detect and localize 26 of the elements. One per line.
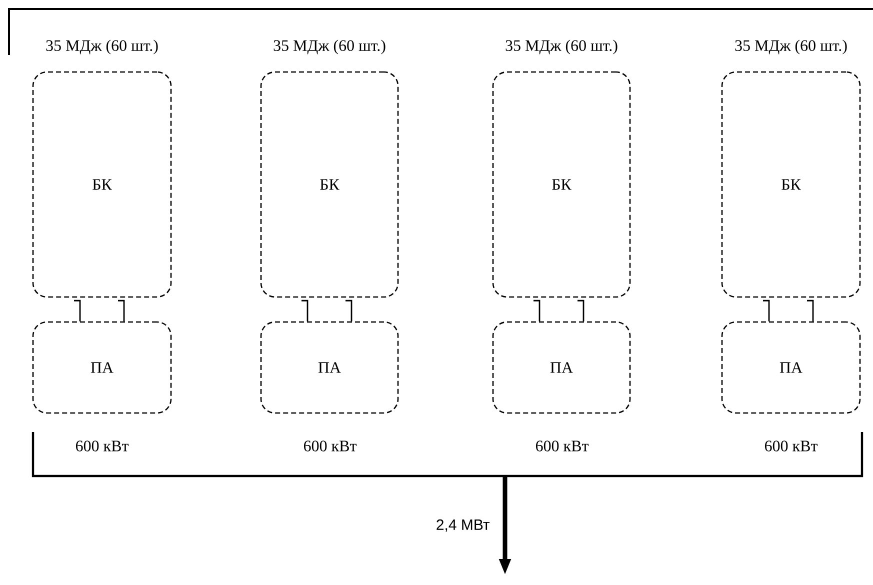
node-label: 35 МДж (60 шт.): [735, 40, 847, 54]
connector-line: [578, 300, 584, 322]
dashed-box: ПА: [721, 321, 861, 414]
dashed-box: БК: [492, 71, 631, 298]
connector-line: [74, 300, 81, 322]
connector-line: [763, 300, 770, 322]
dashed-box: ПА: [492, 321, 631, 414]
connector-line: [534, 300, 540, 322]
power-label: 600 кВт: [764, 440, 818, 452]
bus-bracket: [32, 432, 864, 478]
connector-line: [302, 300, 308, 322]
dashed-box: ПА: [32, 321, 172, 414]
power-label: 600 кВт: [304, 440, 356, 452]
dashed-box: БК: [260, 71, 399, 298]
power-label: 600 кВт: [76, 440, 128, 452]
edge-label: 2,4 МВт: [436, 519, 490, 532]
connector-line: [346, 300, 352, 322]
connector-line: [118, 300, 125, 322]
power-label: 600 кВт: [536, 440, 588, 452]
node-label: 35 МДж (60 шт.): [46, 40, 158, 54]
connector-line: [807, 300, 814, 322]
dashed-box: ПА: [260, 321, 399, 414]
dashed-box: БК: [32, 71, 172, 298]
node-label: 35 МДж (60 шт.): [274, 40, 386, 54]
node-label: 35 МДж (60 шт.): [506, 40, 618, 54]
dashed-box: БК: [721, 71, 861, 298]
